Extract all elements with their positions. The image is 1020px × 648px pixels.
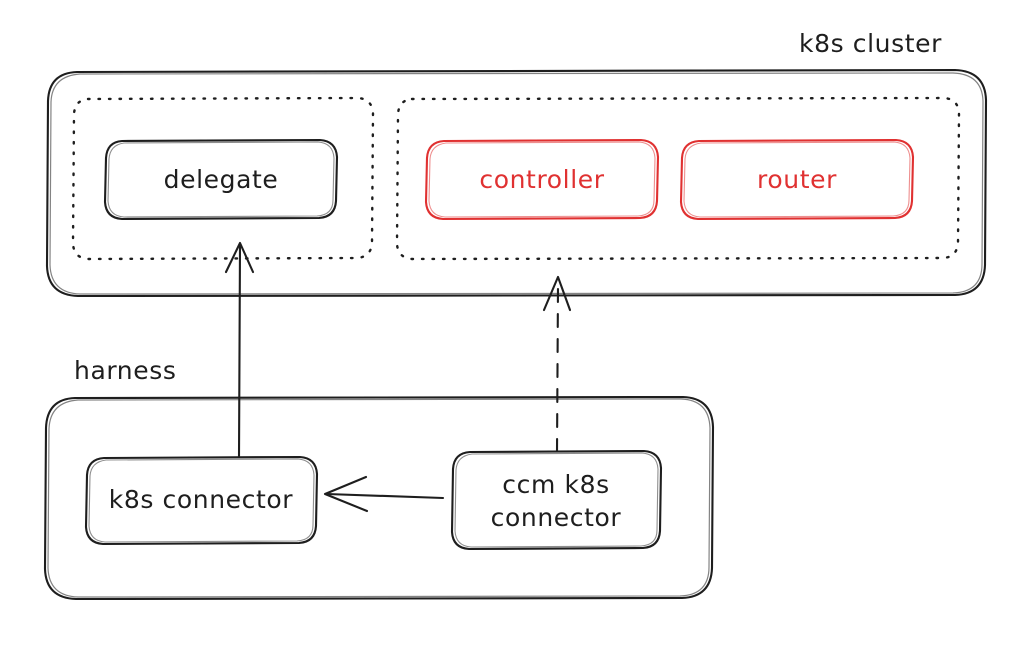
node-router-label: router [757,165,837,194]
k8s-cluster-label: k8s cluster [799,29,942,58]
node-router[interactable]: router [679,138,915,221]
k8s-cluster-group[interactable] [45,68,988,298]
node-controller-label: controller [479,165,604,194]
harness-group[interactable] [43,395,715,601]
node-delegate[interactable]: delegate [103,138,339,221]
harness-label: harness [74,356,176,385]
node-delegate-label: delegate [164,165,279,194]
delegate-namespace-group[interactable] [71,96,375,261]
node-k8s-connector[interactable]: k8s connector [84,455,319,546]
node-ccm-k8s-connector[interactable]: ccm k8s connector [450,449,663,551]
node-ccm-k8s-connector-label-line1: ccm k8s [502,470,609,499]
edge-ccm-to-k8s-connector[interactable] [323,475,445,513]
services-namespace-group[interactable] [395,96,961,261]
node-k8s-connector-label: k8s connector [109,485,294,514]
node-controller[interactable]: controller [424,138,660,221]
edge-k8s-connector-to-delegate[interactable] [224,241,255,460]
node-ccm-k8s-connector-label-line2: connector [491,503,622,532]
edge-ccm-to-services[interactable] [542,275,572,454]
